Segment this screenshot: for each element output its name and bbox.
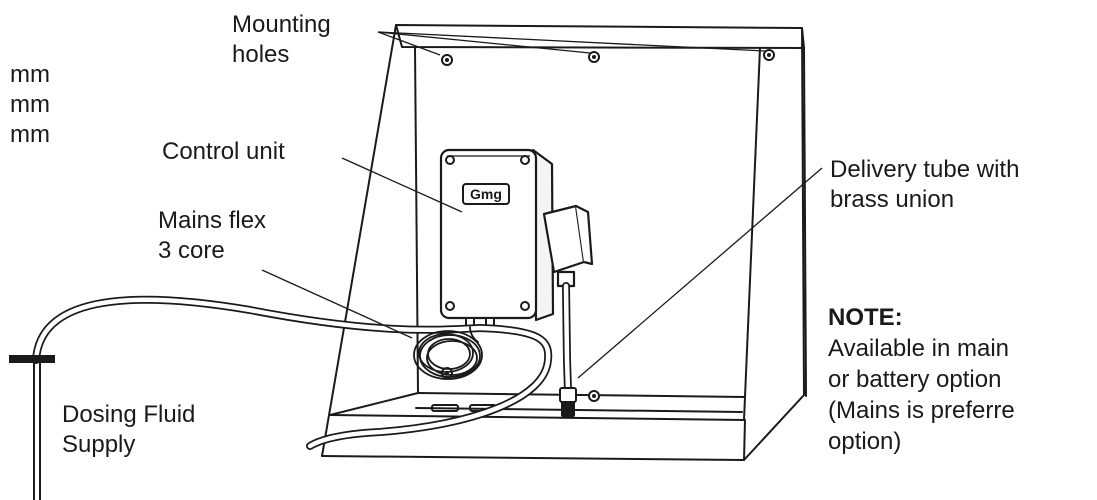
brand-badge [462, 183, 510, 205]
leader-mounting-1 [377, 31, 441, 56]
dimension-label-1: mm [10, 61, 50, 88]
dimension-label-2: mm [10, 91, 50, 118]
leader-mounting-3 [377, 31, 766, 52]
note-line-3: (Mains is preferre [828, 397, 1015, 424]
supply-flange [9, 355, 55, 363]
note-title: NOTE: [828, 304, 903, 331]
brand-logo: Gmg [470, 186, 502, 202]
note-line-1: Available in main [828, 335, 1009, 362]
board-front-left [321, 24, 397, 457]
base-plate [321, 414, 746, 461]
base-slot-left [431, 404, 459, 412]
dimension-label-3: mm [10, 121, 50, 148]
board-inner-left [414, 46, 419, 394]
board-right-edge [743, 27, 805, 461]
leader-delivery [577, 167, 823, 379]
delivery-tube-label: Delivery tube with brass union [830, 156, 1020, 213]
leader-mains-flex [261, 269, 413, 339]
leader-mounting-2 [377, 31, 591, 54]
leader-control-unit [341, 157, 463, 213]
brass-union [559, 387, 577, 403]
supply-pipe [33, 362, 41, 500]
mounting-holes-label: Mounting holes [232, 11, 331, 68]
control-unit-label: Control unit [162, 138, 285, 165]
dimension-labels: mm mm mm [10, 60, 50, 150]
board-face-right [743, 47, 761, 421]
mains-flex-coil [413, 326, 483, 380]
note-line-4: option) [828, 428, 902, 455]
control-unit-box [439, 148, 538, 320]
note-line-2: or battery option [828, 366, 1002, 393]
dosing-fluid-label: Dosing Fluid Supply [62, 401, 196, 458]
mains-flex-label: Mains flex 3 core [158, 207, 267, 264]
note-block: NOTE: Available in main or battery optio… [828, 302, 1015, 457]
